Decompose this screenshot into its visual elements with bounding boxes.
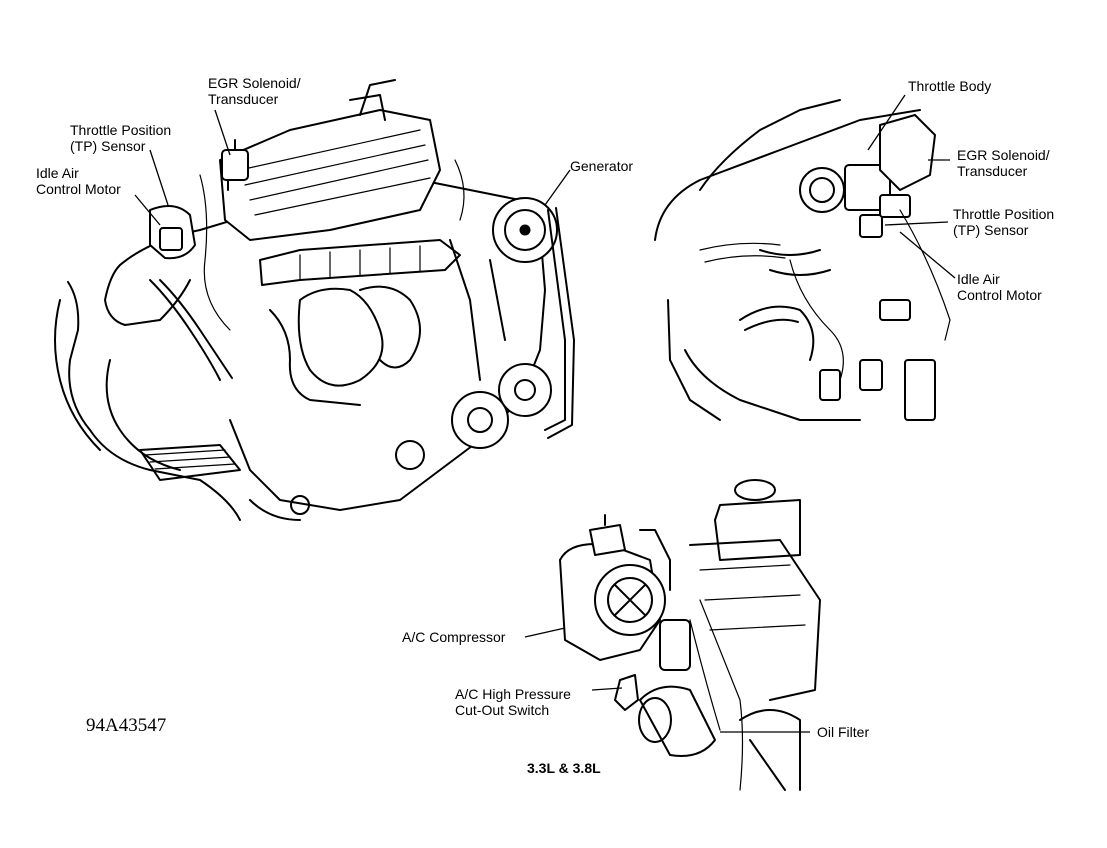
ac-high-pressure-switch-label: A/C High Pressure Cut-Out Switch (455, 686, 571, 718)
engine-caption: 3.3L & 3.8L (527, 760, 601, 776)
generator-label: Generator (570, 158, 634, 174)
ac-leader-lines (524, 627, 810, 733)
egr-solenoid-label: EGR Solenoid/ Transducer (208, 75, 301, 107)
throttle-position-sensor-label: Throttle Position (TP) Sensor (70, 122, 172, 154)
inset-egr-solenoid-label: EGR Solenoid/ Transducer (957, 147, 1050, 179)
ac-compressor-drawing (559, 479, 821, 791)
idle-air-control-motor-label: Idle Air Control Motor (36, 165, 121, 197)
inset-idle-air-control-motor-label: Idle Air Control Motor (957, 271, 1042, 303)
inset-throttle-position-sensor-label: Throttle Position (TP) Sensor (953, 206, 1055, 238)
ac-compressor-label: A/C Compressor (402, 629, 506, 645)
throttle-body-label: Throttle Body (908, 78, 992, 94)
main-engine-drawing (54, 79, 575, 521)
main-leader-lines (134, 109, 571, 226)
inset-throttle-drawing (654, 99, 951, 421)
inset-leader-lines (867, 94, 956, 279)
oil-filter-label: Oil Filter (817, 724, 870, 740)
figure-number: 94A43547 (86, 715, 167, 736)
